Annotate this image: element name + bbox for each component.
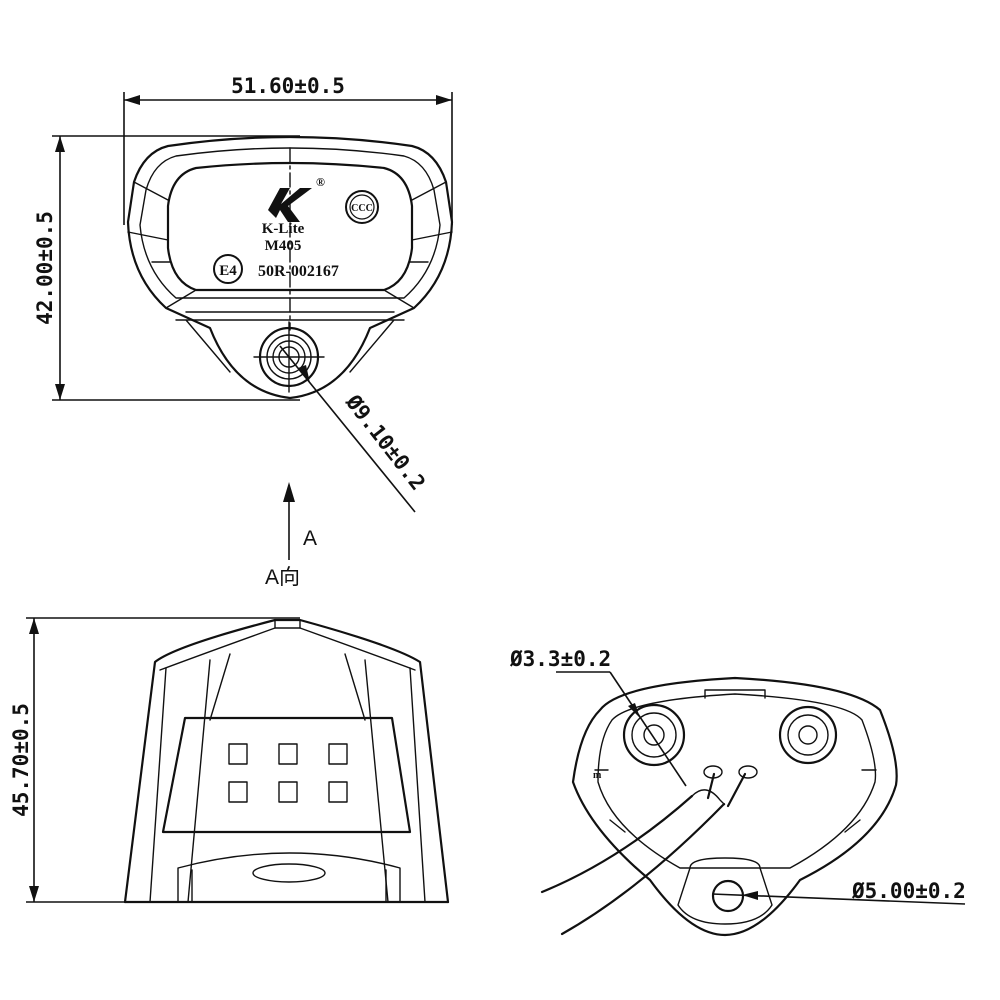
view-direction-indicator: A A向	[265, 482, 317, 589]
small-hole-diameter-label: Ø3.3±0.2	[509, 647, 611, 671]
led-window	[278, 743, 298, 765]
arrow-label: A	[303, 527, 317, 550]
hole-diameter-dimension: Ø9.10±0.2	[279, 345, 430, 513]
brand-name: K-Lite	[262, 221, 305, 237]
led-windows	[228, 743, 348, 803]
mount-hole-diameter-dimension: Ø5.00±0.2	[711, 879, 966, 905]
mount-hole-diameter-label: Ø5.00±0.2	[851, 879, 966, 903]
ccc-mark-text: CCC	[351, 203, 373, 214]
width-dimension: 51.60±0.5	[123, 74, 453, 225]
right-facet	[383, 181, 453, 309]
e-mark-text: E4	[219, 263, 237, 279]
front-hole-ellipse	[252, 863, 326, 883]
brand-logo: ®	[268, 175, 325, 222]
rear-outline	[571, 676, 898, 937]
rear-top-tab	[704, 689, 766, 699]
front-height-dimension: 45.70±0.5	[9, 617, 300, 903]
rear-clips	[594, 769, 877, 833]
led-window	[328, 743, 348, 765]
front-bottom-boss	[177, 852, 401, 903]
cable	[540, 765, 758, 936]
housing-inner-outline	[139, 147, 441, 299]
screw-boss-right	[778, 705, 838, 765]
front-outline	[123, 618, 450, 904]
lower-flange	[175, 311, 405, 373]
lens-window	[166, 161, 414, 292]
front-height-label: 45.70±0.5	[9, 703, 33, 817]
front-view: 45.70±0.5	[9, 617, 450, 904]
rear-inner-outline	[597, 693, 877, 869]
height-dimension: 42.00±0.5	[33, 135, 300, 401]
top-view: 51.60±0.5 42.00±0.5 ® C	[33, 74, 454, 513]
led-window	[278, 781, 298, 803]
hole-diameter-label: Ø9.10±0.2	[340, 390, 430, 495]
registered-mark: ®	[316, 175, 325, 189]
svg-text:m: m	[593, 770, 602, 781]
front-ribs	[149, 619, 426, 903]
view-label: A向	[265, 566, 300, 589]
housing-outline	[126, 135, 454, 400]
approval-number: 50R-002167	[258, 263, 339, 280]
front-inner-edge	[159, 627, 416, 671]
width-dimension-label: 51.60±0.5	[231, 74, 345, 98]
led-window	[228, 781, 248, 803]
height-dimension-label: 42.00±0.5	[33, 211, 57, 325]
screw-boss-left	[622, 703, 686, 767]
led-window	[228, 743, 248, 765]
small-hole-diameter-dimension: Ø3.3±0.2	[509, 647, 687, 787]
led-window	[328, 781, 348, 803]
model-number: M405	[265, 238, 302, 254]
ccc-mark: CCC	[345, 190, 379, 224]
rear-view: m	[509, 647, 966, 937]
left-facet	[127, 181, 197, 309]
e-mark: E4	[213, 254, 243, 284]
